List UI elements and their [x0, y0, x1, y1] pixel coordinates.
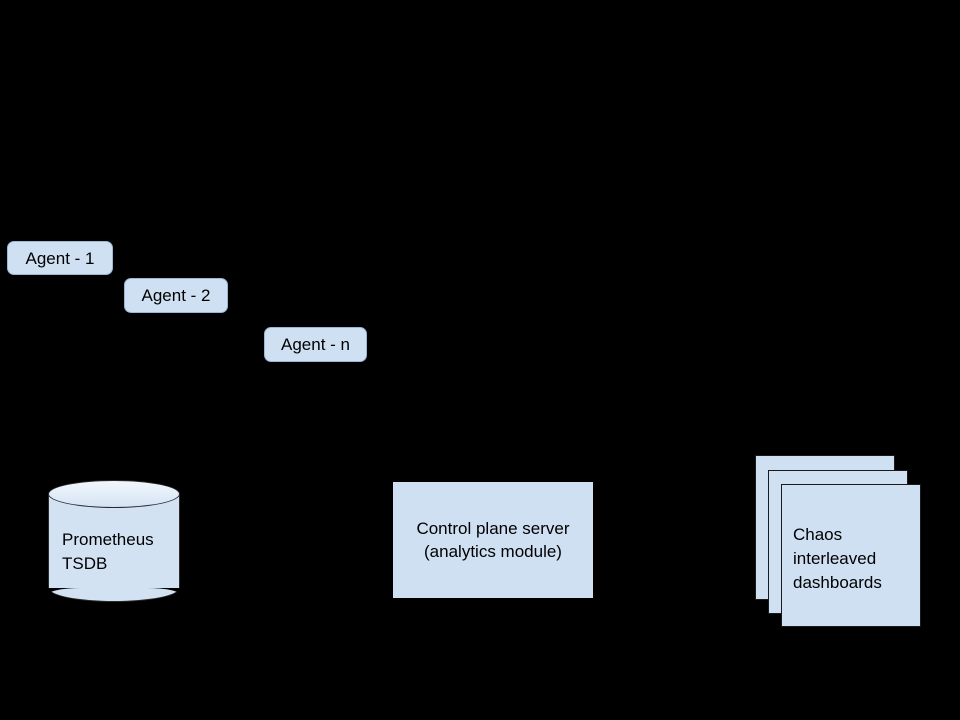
agent-node-n-label: Agent - n [281, 335, 350, 354]
control-plane-server-node[interactable]: Control plane server (analytics module) [393, 482, 593, 598]
chaos-dashboards-label: Chaos interleaved dashboards [793, 525, 882, 593]
control-plane-server-label-line2: (analytics module) [424, 542, 562, 561]
prometheus-tsdb-label-line2: TSDB [62, 554, 108, 574]
agent-node-n[interactable]: Agent - n [264, 327, 367, 362]
chaos-dashboards-node[interactable]: Chaos interleaved dashboards [755, 455, 922, 628]
control-plane-server-label: Control plane server (analytics module) [416, 517, 569, 564]
cylinder-top-ellipse [48, 480, 180, 508]
agent-node-2[interactable]: Agent - 2 [124, 278, 228, 313]
cylinder-body [48, 494, 180, 588]
prometheus-tsdb-node[interactable]: Prometheus TSDB [48, 480, 180, 602]
dashboard-sheet-front [781, 484, 921, 627]
agent-node-1-label: Agent - 1 [25, 248, 95, 268]
prometheus-tsdb-label-line1: Prometheus [62, 530, 154, 549]
prometheus-tsdb-label: Prometheus TSDB [62, 528, 154, 576]
agent-node-2-label: Agent - 2 [141, 286, 211, 305]
agent-node-1[interactable]: Agent - 1 [7, 241, 113, 275]
control-plane-server-label-line1: Control plane server [416, 518, 570, 538]
